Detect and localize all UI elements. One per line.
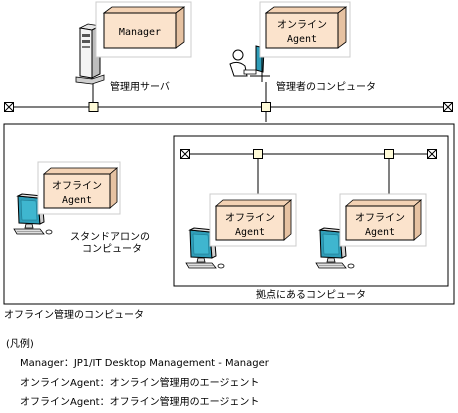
legend-item-online-agent: オンラインAgent：オンライン管理用のエージェント: [20, 378, 260, 389]
site1-agent-label-line2: Agent: [235, 227, 265, 238]
site-computer-1: オフライン Agent: [185, 193, 297, 269]
standalone-agent-label-line1: オフライン: [52, 180, 102, 192]
network-node: [88, 102, 99, 112]
site-computer-2: オフライン Agent: [315, 193, 427, 269]
online-agent-label-line1: オンライン: [277, 19, 327, 31]
site2-agent-label-line2: Agent: [365, 227, 395, 238]
network-node: [261, 102, 271, 112]
legend-title: (凡例): [6, 339, 34, 350]
site2-agent-label-line1: オフライン: [355, 212, 405, 224]
admin-pc-label: 管理者のコンピュータ: [276, 80, 376, 93]
manager-panel: Manager: [95, 1, 192, 58]
site-node: [384, 149, 394, 159]
standalone-computer: オフライン Agent: [13, 161, 121, 235]
legend-item-offline-agent: オフラインAgent：オフライン管理用のエージェント: [20, 397, 260, 408]
legend-item-manager: Manager：JP1/IT Desktop Management - Mana…: [20, 358, 269, 369]
mgmt-server-label: 管理用サーバ: [110, 80, 170, 93]
online-agent-panel: オンライン Agent: [259, 1, 351, 58]
online-agent-label-line2: Agent: [287, 34, 317, 45]
manager-box-label: Manager: [119, 27, 161, 38]
site-terminator-right: [427, 149, 437, 159]
offline-group-frame: [3, 123, 455, 305]
offline-group-label: オフライン管理のコンピュータ: [4, 308, 144, 321]
site-terminator-left: [180, 149, 190, 159]
network-terminator-right: [443, 102, 453, 112]
standalone-label-line1: スタンドアロンの: [70, 231, 150, 243]
admin-user-icon: [229, 45, 270, 82]
network-terminator-left: [4, 102, 14, 112]
standalone-agent-label-line2: Agent: [62, 195, 92, 206]
site-frame: [173, 135, 449, 287]
standalone-label-line2: コンピュータ: [82, 243, 142, 255]
site1-agent-label-line1: オフライン: [225, 212, 275, 224]
site-node: [253, 149, 263, 159]
site-label: 拠点にあるコンピュータ: [256, 288, 366, 301]
